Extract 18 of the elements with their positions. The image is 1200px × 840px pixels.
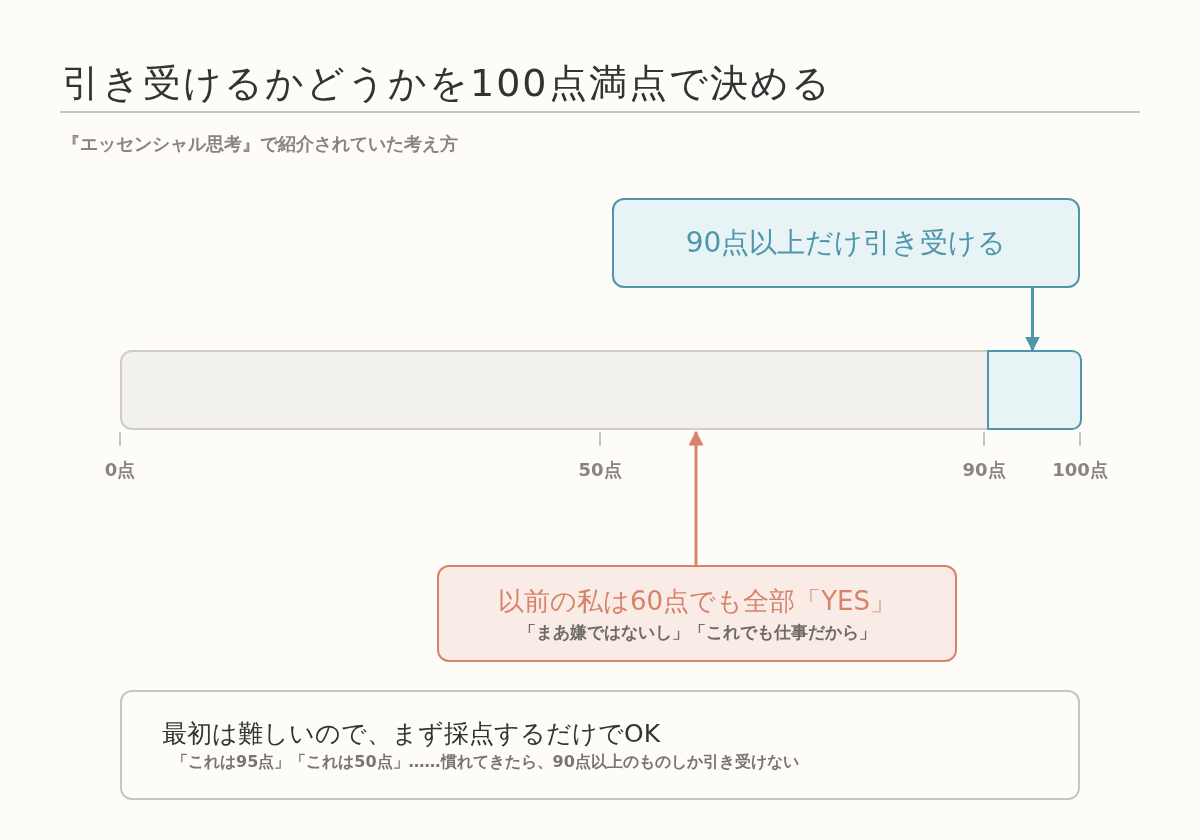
note-text: 「まあ嫌ではないし」「これでも仕事だから」 bbox=[518, 620, 876, 644]
callout-text: 90点以上だけ引き受ける bbox=[685, 225, 1007, 261]
subtitle: 『エッセンシャル思考』で紹介されていた考え方 bbox=[62, 132, 458, 156]
tick-label: 0点 bbox=[104, 458, 136, 482]
callout-text: 以前の私は60点でも全部「YES」 bbox=[498, 584, 896, 618]
callout-text: 最初は難しいので、まず採点するだけでOK bbox=[162, 718, 661, 750]
tick-label: 50点 bbox=[578, 458, 622, 482]
tick-label: 100点 bbox=[1052, 458, 1108, 482]
highlight-segment bbox=[987, 350, 1082, 430]
tick-label: 90点 bbox=[962, 458, 1006, 482]
arrow bbox=[1025, 288, 1040, 352]
arrow bbox=[688, 430, 704, 565]
note-box bbox=[120, 690, 1080, 800]
note-text: 「これは95点」「これは50点」……慣れてきたら、90点以上のものしか引き受けない bbox=[172, 752, 799, 773]
callout-box bbox=[612, 198, 1080, 288]
scale-bar bbox=[120, 350, 1080, 430]
callout-box bbox=[437, 565, 957, 662]
title: 引き受けるかどうかを100点満点で決める bbox=[62, 60, 832, 107]
